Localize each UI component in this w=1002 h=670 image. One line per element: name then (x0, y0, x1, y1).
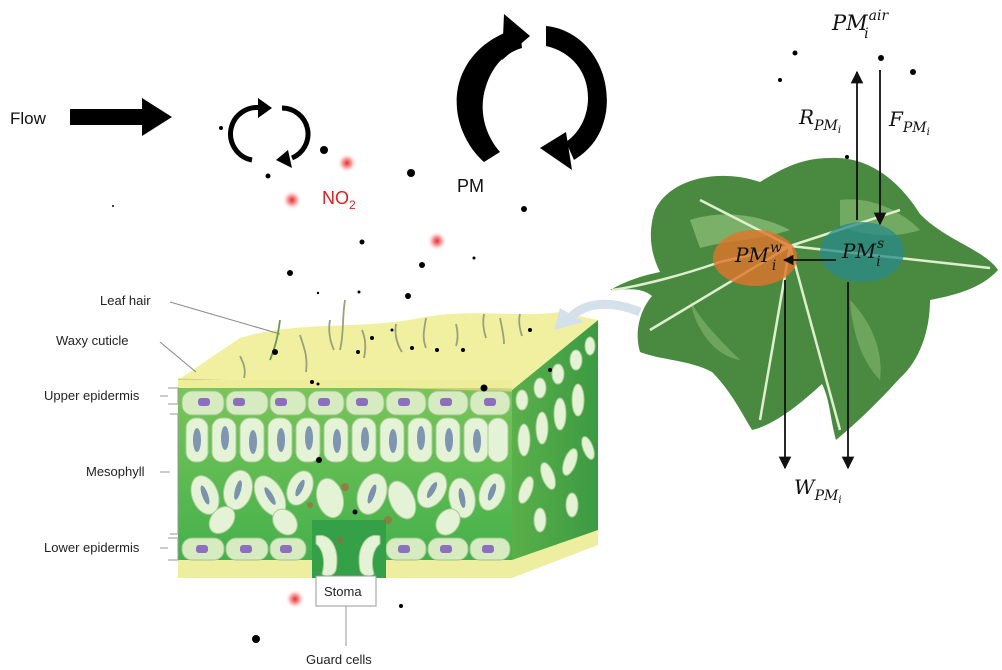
palisade-mesophyll-cells (186, 418, 508, 462)
pm-particle-icon (252, 635, 260, 643)
pm-particle-icon (419, 262, 425, 268)
mesophyll-label: Mesophyll (86, 464, 145, 479)
pm-particle-icon (793, 51, 798, 56)
flow-arrow-icon (70, 98, 172, 136)
upper-epidermis-label: Upper epidermis (44, 388, 140, 403)
leaf-hair-label: Leaf hair (100, 293, 151, 308)
r-pm-label: RPMi (798, 105, 841, 136)
stoma-label: Stoma (324, 584, 362, 599)
pm-particle-icon (358, 291, 361, 294)
guard-cells-label: Guard cells (306, 652, 372, 667)
pm-particle-icon (910, 69, 916, 75)
pm-particle-icon (266, 174, 271, 179)
pm-particle-icon (317, 292, 319, 294)
pm-particle-icon (473, 257, 476, 260)
pm-particle-icon (287, 270, 293, 276)
ivy-leaf (610, 158, 998, 440)
large-cycle-icon (457, 14, 607, 170)
flow-label: Flow (10, 109, 47, 128)
pm-particle-icon (778, 78, 782, 82)
waxy-cuticle-label: Waxy cuticle (56, 333, 128, 348)
pm-particle-icon (399, 604, 403, 608)
pm-particle-icon (360, 240, 365, 245)
pm-particle-icon (407, 169, 415, 177)
f-pm-label: FPMi (888, 107, 930, 138)
stoma-guard-cells (312, 520, 386, 578)
w-pm-label: WPMi (794, 475, 842, 506)
pm-particle-icon (878, 55, 884, 61)
small-cycle-icon (231, 98, 308, 168)
no2-particle-icon (282, 190, 302, 210)
no2-particle-icon (427, 231, 447, 251)
pm-particle-icon (521, 206, 527, 212)
lower-epidermis-label: Lower epidermis (44, 540, 140, 555)
pm-particle-icon (219, 126, 223, 130)
pm-particle-icon (320, 146, 328, 154)
pm-label: PM (457, 176, 484, 196)
no2-particle-icon (285, 589, 305, 609)
pm-particle-icon (405, 293, 411, 299)
pm-particle-icon (845, 155, 849, 159)
no2-particle-icon (337, 153, 357, 173)
pm-particle-icon (112, 205, 114, 207)
no2-label: NO2 (322, 188, 356, 212)
